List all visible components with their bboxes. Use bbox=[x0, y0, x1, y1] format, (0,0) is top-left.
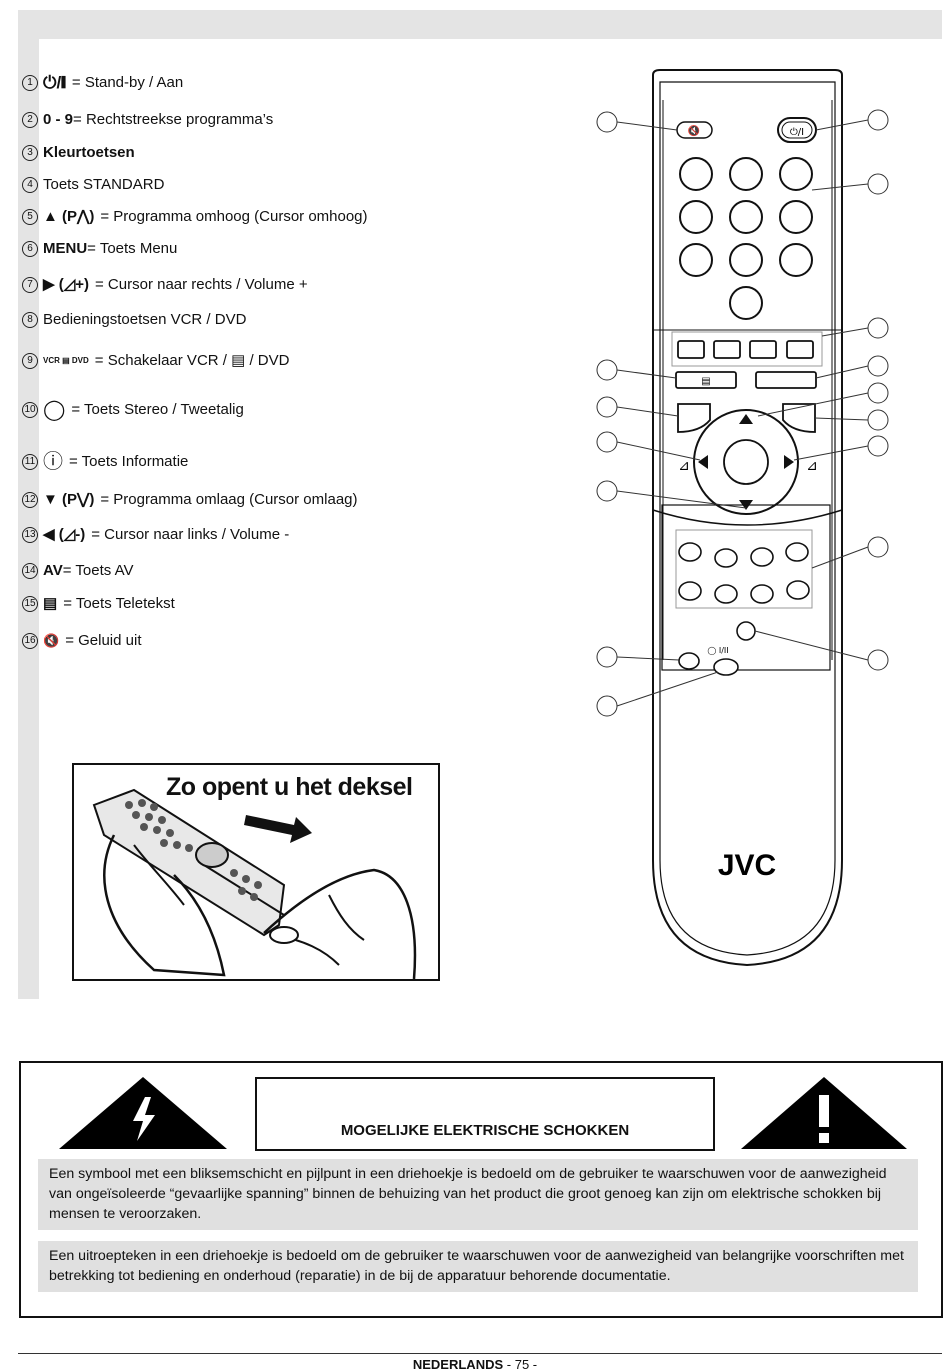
hand-remote-drawing bbox=[92, 788, 417, 979]
legend-text: = Toets Menu bbox=[87, 240, 178, 257]
legend-text: = Cursor naar links / Volume - bbox=[91, 526, 290, 543]
legend-key: 0 - 9 bbox=[43, 111, 74, 128]
legend-text: Toets STANDARD bbox=[43, 176, 165, 193]
legend-text: = Programma omhoog (Cursor omhoog) bbox=[100, 208, 368, 225]
legend-item: 1 ⏻/❙ = Stand-by / Aan bbox=[22, 74, 183, 92]
legend-text: = Schakelaar VCR / ▤ / DVD bbox=[94, 352, 290, 369]
exclamation-explanation: Een uitroepteken in een driehoekje is be… bbox=[38, 1241, 918, 1292]
legend-number: 2 bbox=[22, 112, 38, 128]
legend-number: 15 bbox=[22, 596, 38, 612]
legend-key: Kleurtoetsen bbox=[43, 144, 135, 161]
footer-language: NEDERLANDS bbox=[412, 1357, 504, 1372]
legend-number: 4 bbox=[22, 177, 38, 193]
legend-number: 12 bbox=[22, 492, 38, 508]
legend-item: 15 ▤ = Toets Teletekst bbox=[22, 595, 175, 613]
legend-item: 13 ◀ (◿-) = Cursor naar links / Volume - bbox=[22, 526, 289, 544]
legend-number: 6 bbox=[22, 241, 38, 257]
header-bar bbox=[18, 10, 942, 39]
legend-number: 9 bbox=[22, 353, 38, 369]
volume-down-icon: ◀ (◿-) bbox=[43, 526, 86, 543]
legend-text: = Geluid uit bbox=[65, 632, 142, 649]
legend-text: = Stand-by / Aan bbox=[71, 74, 184, 91]
legend-number: 10 bbox=[22, 402, 38, 418]
legend-text: = Toets Teletekst bbox=[63, 595, 175, 612]
open-cover-illustration: Zo opent u het deksel bbox=[72, 763, 440, 981]
mute-icon: 🔇 bbox=[688, 124, 700, 137]
warning-title: MOGELIJKE ELEKTRISCHE SCHOKKEN bbox=[340, 1122, 630, 1139]
info-icon: ⓘ bbox=[43, 451, 63, 473]
legend-number: 1 bbox=[22, 75, 38, 91]
legend-item: 5 ▲ (P⋀) = Programma omhoog (Cursor omho… bbox=[22, 208, 368, 226]
legend-number: 8 bbox=[22, 312, 38, 328]
volume-up-icon: ▶ (◿+) bbox=[43, 276, 89, 293]
legend-text: = Rechtstreekse programma’s bbox=[73, 111, 274, 128]
legend-item: 6 MENU = Toets Menu bbox=[22, 240, 177, 258]
vcr-dvd-switch-icon: VCR ▤ DVD bbox=[43, 356, 89, 365]
program-up-icon: ▲ (P⋀) bbox=[43, 208, 95, 225]
program-down-icon: ▼ (P⋁) bbox=[43, 491, 95, 508]
legend-number: 5 bbox=[22, 209, 38, 225]
brand-logo: JVC bbox=[718, 849, 776, 882]
legend-item: 10 ◯ = Toets Stereo / Tweetalig bbox=[22, 399, 244, 421]
legend-item: 7 ▶ (◿+) = Cursor naar rechts / Volume + bbox=[22, 276, 308, 294]
legend-text: Bedieningstoetsen VCR / DVD bbox=[43, 311, 247, 328]
legend-item: 16 🔇 = Geluid uit bbox=[22, 632, 141, 650]
teletext-icon: ▤ bbox=[701, 376, 710, 387]
legend-number: 13 bbox=[22, 527, 38, 543]
legend-item: 4 Toets STANDARD bbox=[22, 176, 164, 194]
illustration-title: Zo opent u het deksel bbox=[166, 773, 413, 801]
legend-key: AV bbox=[43, 562, 63, 579]
legend-number: 7 bbox=[22, 277, 38, 293]
remote-control-drawing: 🔇 ⏻/I ▤ ⊿ ⊿ ◯ I/II bbox=[596, 69, 889, 967]
legend-number: 16 bbox=[22, 633, 38, 649]
exclamation-warning-icon bbox=[741, 1077, 907, 1149]
footer-divider bbox=[18, 1353, 942, 1354]
legend-item: 3 Kleurtoetsen bbox=[22, 144, 135, 162]
lightning-warning-icon bbox=[59, 1077, 227, 1149]
page-footer: NEDERLANDS - 75 - bbox=[0, 1357, 950, 1372]
legend-key: MENU bbox=[43, 240, 88, 257]
standby-icon: ⏻/❙ bbox=[43, 73, 66, 92]
mute-icon: 🔇 bbox=[43, 633, 60, 648]
legend-item: 8 Bedieningstoetsen VCR / DVD bbox=[22, 311, 246, 329]
warning-title-box: MOGELIJKE ELEKTRISCHE SCHOKKEN bbox=[255, 1077, 715, 1151]
legend-number: 3 bbox=[22, 145, 38, 161]
legend-number: 11 bbox=[22, 454, 38, 470]
volume-down-symbol: ⊿ bbox=[678, 457, 690, 473]
legend-text: = Toets AV bbox=[62, 562, 134, 579]
legend-item: 12 ▼ (P⋁) = Programma omlaag (Cursor oml… bbox=[22, 491, 358, 509]
legend-number: 14 bbox=[22, 563, 38, 579]
warning-box: MOGELIJKE ELEKTRISCHE SCHOKKEN Een symbo… bbox=[19, 1061, 943, 1318]
standby-button-label: ⏻/I bbox=[790, 127, 804, 138]
stereo-button-label: ◯ I/II bbox=[707, 646, 728, 655]
legend-text: = Toets Informatie bbox=[69, 453, 189, 470]
legend-text: = Programma omlaag (Cursor omlaag) bbox=[100, 491, 358, 508]
page-number: - 75 - bbox=[506, 1357, 538, 1372]
legend-item: 2 0 - 9 = Rechtstreekse programma’s bbox=[22, 111, 273, 129]
legend-item: 11 ⓘ = Toets Informatie bbox=[22, 451, 189, 473]
legend-text: = Cursor naar rechts / Volume + bbox=[95, 276, 308, 293]
volume-up-symbol: ⊿ bbox=[806, 457, 818, 473]
teletext-icon: ▤ bbox=[43, 595, 58, 612]
legend-item: 14 AV = Toets AV bbox=[22, 562, 133, 580]
lightning-explanation: Een symbool met een bliksemschicht en pi… bbox=[38, 1159, 918, 1230]
legend-text: = Toets Stereo / Tweetalig bbox=[71, 401, 244, 418]
legend-item: 9 VCR ▤ DVD = Schakelaar VCR / ▤ / DVD bbox=[22, 352, 289, 370]
stereo-icon: ◯ bbox=[43, 399, 66, 421]
